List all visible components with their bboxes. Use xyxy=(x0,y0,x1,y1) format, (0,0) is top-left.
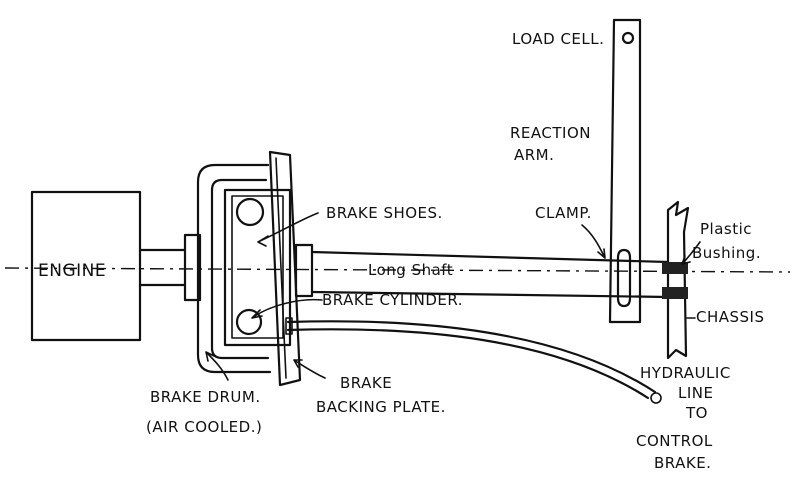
leader-brake-shoes xyxy=(257,212,319,247)
label-control-1: CONTROL xyxy=(636,432,713,450)
label-load-cell: LOAD CELL. xyxy=(512,30,604,48)
label-hydraulic-2: LINE xyxy=(678,384,713,402)
engine-block xyxy=(30,190,142,342)
brake-drum-inner xyxy=(210,178,270,360)
leader-backing-plate xyxy=(293,359,326,379)
label-plastic-bushing-2: Bushing. xyxy=(692,244,761,262)
plastic-bushing-top xyxy=(662,262,688,274)
label-plastic-bushing-1: Plastic xyxy=(700,220,752,238)
chassis xyxy=(666,200,690,360)
load-cell-pivot xyxy=(621,31,635,45)
label-long-shaft: Long Shaft xyxy=(368,261,453,279)
brake-drum xyxy=(196,163,272,374)
label-reaction-arm-1: REACTION xyxy=(510,124,591,142)
label-backing-plate-2: BACKING PLATE. xyxy=(316,398,446,416)
long-shaft xyxy=(310,250,670,299)
hub-flange xyxy=(183,233,202,302)
label-hydraulic-1: HYDRAULIC xyxy=(640,364,731,382)
clamp-slot xyxy=(616,248,632,308)
label-brake-drum-2: (AIR COOLED.) xyxy=(146,418,262,436)
plastic-bushing-bottom xyxy=(662,287,688,299)
brake-housing xyxy=(223,188,292,347)
brake-cylinder xyxy=(235,308,263,336)
leader-bushing xyxy=(681,241,701,265)
brake-shoe-roller xyxy=(235,197,265,227)
label-hydraulic-3: TO xyxy=(685,404,708,422)
hydraulic-line xyxy=(286,320,657,400)
hydraulic-fitting xyxy=(650,392,662,404)
label-clamp: CLAMP. xyxy=(535,204,592,222)
backing-plate xyxy=(268,150,302,387)
hub-right xyxy=(294,243,314,298)
leader-clamp xyxy=(581,224,606,259)
leader-brake-drum xyxy=(205,351,229,381)
label-chassis: CHASSIS xyxy=(696,308,765,326)
label-reaction-arm-2: ARM. xyxy=(514,146,554,164)
reaction-arm xyxy=(608,18,642,324)
label-backing-plate-1: BRAKE xyxy=(340,374,392,392)
leader-brake-cylinder xyxy=(251,298,323,319)
label-control-2: BRAKE. xyxy=(654,454,711,472)
label-brake-cylinder: BRAKE CYLINDER. xyxy=(322,291,463,309)
brake-housing-inner xyxy=(231,195,284,339)
backing-plate-edge xyxy=(275,157,287,379)
label-brake-drum-1: BRAKE DRUM. xyxy=(150,388,261,406)
label-engine: ENGINE xyxy=(38,261,106,281)
engine-output-shaft xyxy=(138,248,187,287)
hydraulic-port xyxy=(285,317,293,335)
label-brake-shoes: BRAKE SHOES. xyxy=(326,204,443,222)
